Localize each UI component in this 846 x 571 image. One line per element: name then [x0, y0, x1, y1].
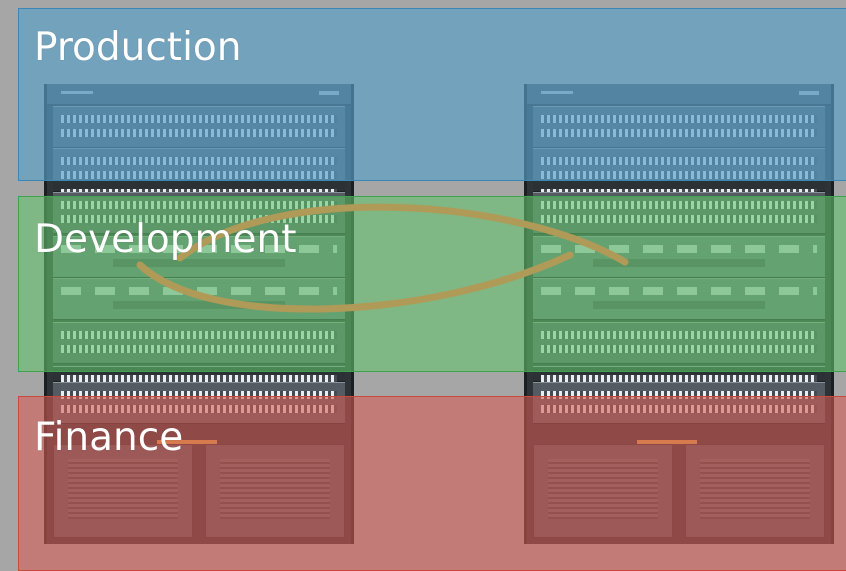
- finance-label: Finance: [34, 415, 184, 460]
- production-zone: [18, 8, 846, 181]
- slot-divider: [533, 180, 825, 211]
- production-label: Production: [34, 25, 242, 70]
- slot-divider: [53, 180, 345, 211]
- development-label: Development: [34, 217, 297, 262]
